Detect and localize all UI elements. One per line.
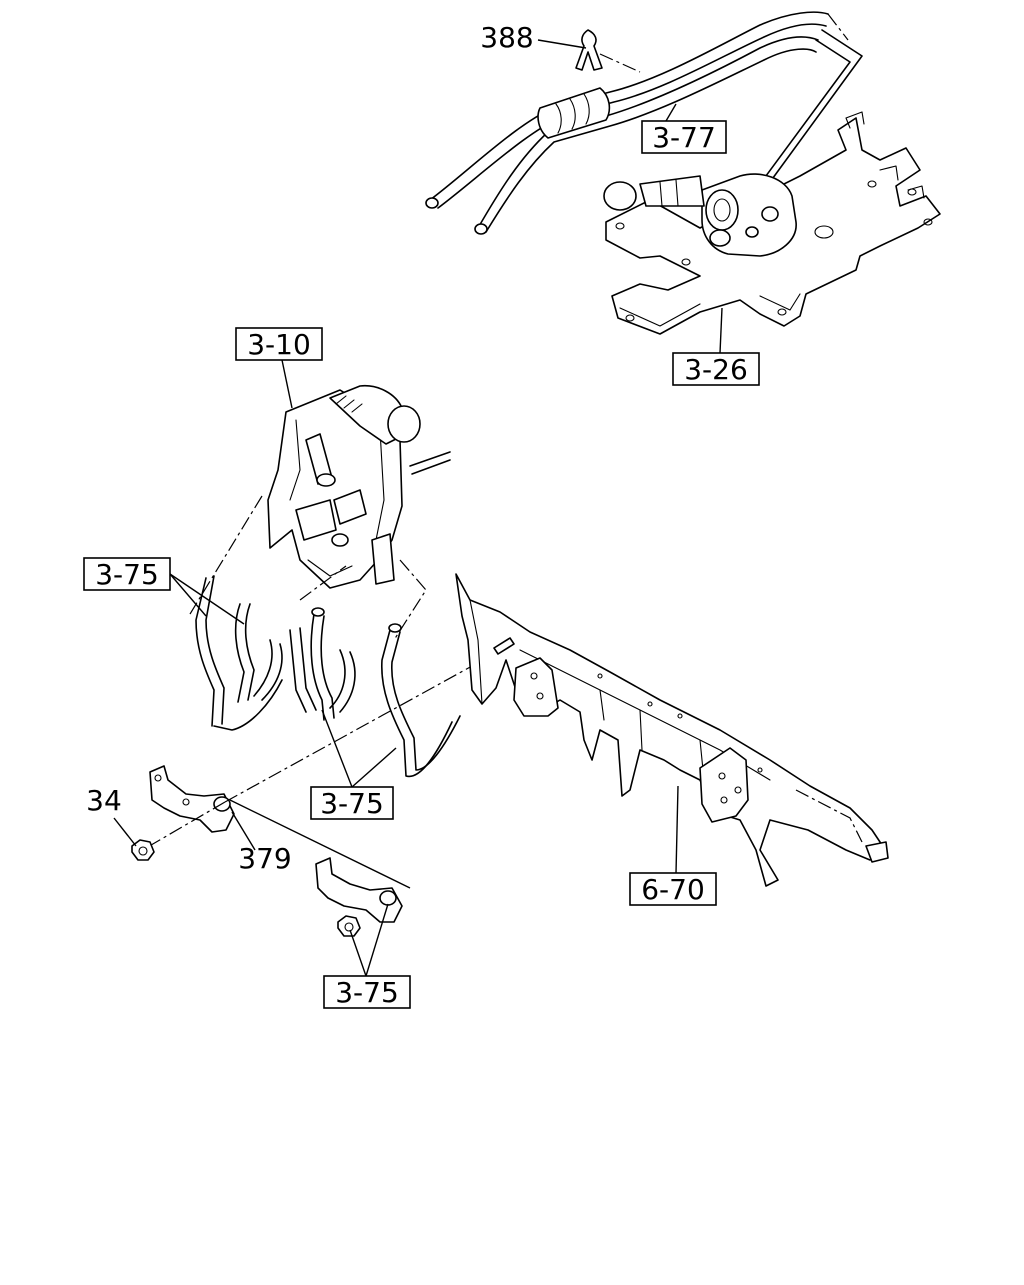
- frame-6-70: [455, 573, 889, 887]
- callout-3-75-left: 3-75: [83, 557, 171, 591]
- callout-6-70: 6-70: [629, 872, 717, 906]
- callout-379-text: 379: [238, 842, 291, 875]
- callout-3-26: 3-26: [672, 352, 760, 386]
- nut-34: [131, 839, 155, 861]
- leader-lines: [113, 39, 723, 977]
- callout-379: 379: [238, 842, 291, 875]
- callout-3-75-mid-text: 3-75: [320, 787, 384, 820]
- callout-3-10: 3-10: [235, 327, 323, 361]
- clamp-379: [145, 643, 513, 889]
- callout-34: 34: [86, 784, 122, 817]
- pedal-assembly-3-10: [267, 384, 451, 589]
- callout-3-75-bottom-text: 3-75: [335, 976, 399, 1009]
- pump-bracket-3-26: [603, 111, 941, 335]
- callout-34-text: 34: [86, 784, 122, 817]
- callout-3-75-bottom: 3-75: [323, 975, 411, 1009]
- callout-3-75-left-text: 3-75: [95, 558, 159, 591]
- callout-388-text: 388: [480, 21, 533, 54]
- callout-3-10-text: 3-10: [247, 328, 311, 361]
- callout-6-70-text: 6-70: [641, 873, 705, 906]
- callout-388: 388: [480, 21, 533, 54]
- clamp-lower: [315, 857, 403, 937]
- callout-3-77-text: 3-77: [652, 121, 716, 154]
- hoses-3-75: [189, 495, 461, 778]
- callout-3-75-mid: 3-75: [310, 786, 394, 820]
- hose-assembly-3-77: [425, 11, 863, 235]
- callout-3-77: 3-77: [641, 120, 727, 154]
- callout-3-26-text: 3-26: [684, 353, 748, 386]
